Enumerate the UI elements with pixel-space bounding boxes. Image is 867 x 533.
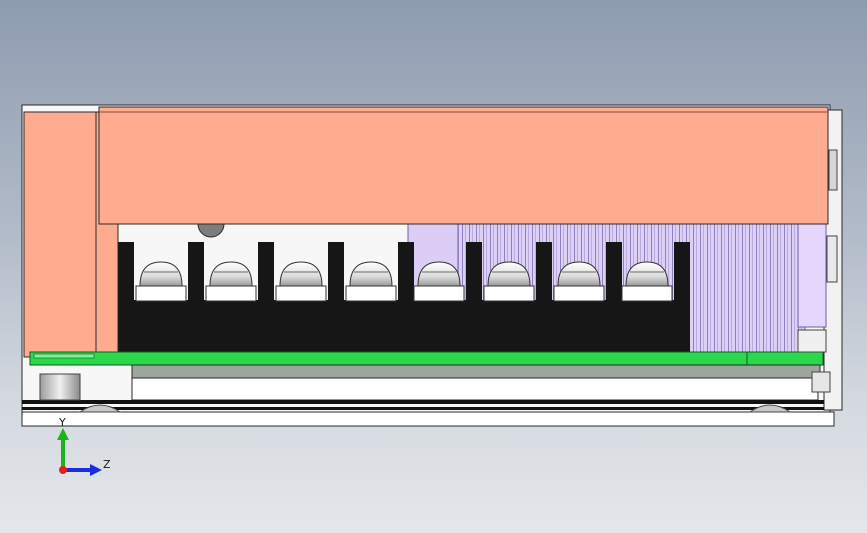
- pcb-board: [29, 351, 824, 366]
- origin-point: [59, 466, 67, 474]
- end-cap-clip: [828, 149, 838, 191]
- housing-top-cover: [98, 106, 829, 225]
- pcb-standoff-layer: [131, 364, 821, 379]
- terminal-screw: [205, 261, 257, 302]
- axis-triad: Y Z: [57, 416, 111, 476]
- terminal-screw: [345, 261, 397, 302]
- terminal-screw: [275, 261, 327, 302]
- insulation-layer: [131, 377, 819, 401]
- mount-foot-left: [78, 404, 122, 413]
- terminal-screw: [135, 261, 187, 302]
- enclosure-model: [21, 104, 843, 427]
- terminal-block: [118, 242, 690, 355]
- cover-notch: [197, 223, 225, 238]
- y-axis-arrowhead: [57, 428, 69, 440]
- z-axis-label: Z: [103, 458, 111, 471]
- end-cap-latch: [826, 235, 838, 283]
- right-block: [797, 329, 827, 353]
- right-spacer: [811, 371, 831, 393]
- terminal-screw: [621, 261, 673, 302]
- mount-stud-left: [39, 373, 81, 401]
- z-axis-arrowhead: [90, 464, 102, 476]
- y-axis-label: Y: [58, 416, 66, 429]
- mount-foot-right: [748, 404, 792, 413]
- terminal-screw: [553, 261, 605, 302]
- bottom-rail: [22, 400, 824, 404]
- heatsink-end: [797, 221, 827, 328]
- terminal-screws: [135, 261, 673, 302]
- bottom-rail-2: [22, 407, 824, 410]
- terminal-screw: [483, 261, 535, 302]
- terminal-screw: [413, 261, 465, 302]
- base-plate: [21, 411, 835, 427]
